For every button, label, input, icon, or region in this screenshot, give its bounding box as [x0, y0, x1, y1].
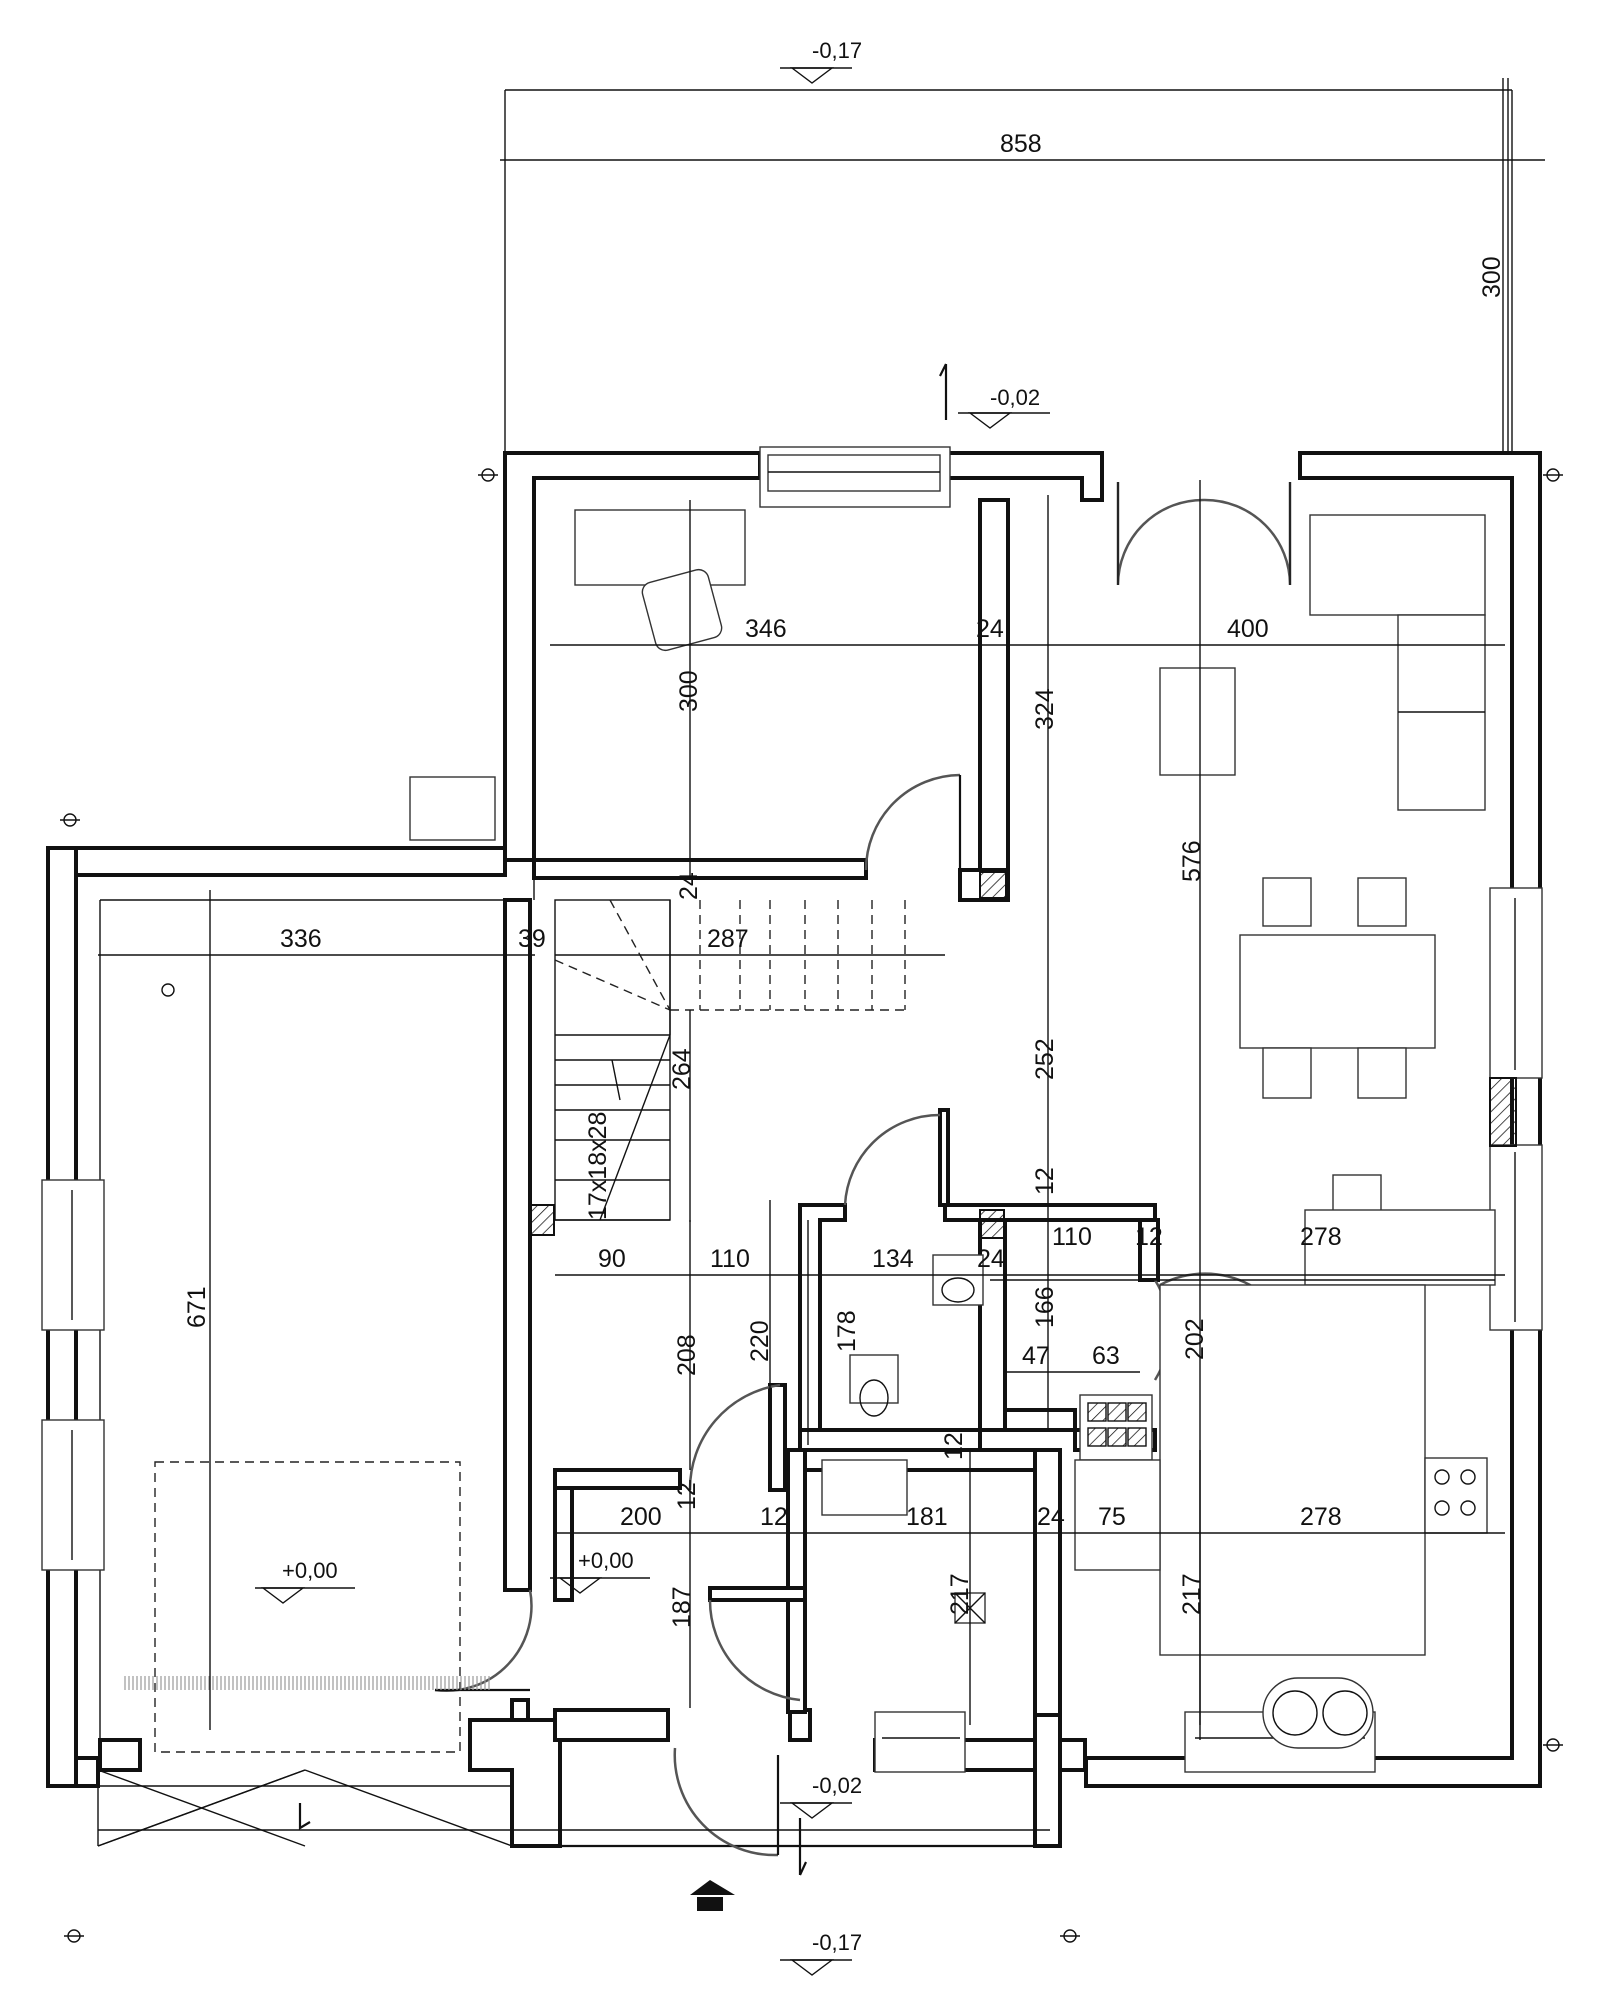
- axis-markers: [60, 468, 1563, 1943]
- dim-kitchen-lower: 217: [1178, 1573, 1206, 1615]
- terrace: [504, 78, 1513, 455]
- dim-pantry-depth: 166: [1031, 1286, 1059, 1328]
- level-top-outer: -0,17: [812, 38, 862, 63]
- level-mark-entrance: -0,02: [780, 1773, 862, 1819]
- dim-kitchen-b: 278: [1300, 1503, 1342, 1531]
- dim-living-lower: 252: [1031, 1038, 1059, 1080]
- dim-hall-height: 220: [746, 1320, 774, 1362]
- dim-closet-width: 110: [710, 1245, 750, 1273]
- dim-wc-depth: 178: [833, 1310, 861, 1352]
- dim-closet-depth: 208: [673, 1334, 701, 1376]
- dim-bath-width: 181: [906, 1503, 948, 1531]
- dim-wc-wall: 24: [977, 1245, 1005, 1273]
- dim-office-width: 346: [745, 615, 787, 643]
- dim-lobby-width: 90: [598, 1245, 626, 1273]
- level-mark-garage: +0,00: [255, 1558, 355, 1604]
- level-garage: +0,00: [282, 1558, 338, 1583]
- level-mark-bottom-outer: -0,17: [780, 1930, 862, 1976]
- level-bottom-outer: -0,17: [812, 1930, 862, 1955]
- dim-pantry-wall: 12: [1135, 1223, 1163, 1251]
- level-marks: -0,17 -0,02 +0,00 +0,00 -0,02 -0,17: [255, 38, 1050, 1976]
- dim-garage-width: 336: [280, 925, 322, 953]
- dim-living-upper: 324: [1031, 688, 1059, 730]
- dim-bath-wall: 24: [1037, 1503, 1065, 1531]
- dim-hall-wall-12: 12: [673, 1482, 701, 1510]
- dim-stair-width: 287: [707, 925, 749, 953]
- dim-hall-wall2: 12: [760, 1503, 788, 1531]
- dim-living-width: 400: [1227, 615, 1269, 643]
- dim-terrace-width: 858: [1000, 130, 1042, 158]
- level-mark-top-outer: -0,17: [780, 38, 862, 84]
- dim-pantry-width: 110: [1052, 1223, 1092, 1251]
- level-entrance: -0,02: [812, 1773, 862, 1798]
- dimension-labels: 858 300 346 24 400 300 324 576 24 336 39…: [183, 130, 1506, 1628]
- level-hall: +0,00: [578, 1548, 634, 1573]
- dim-living-depth: 576: [1178, 840, 1206, 882]
- dim-wc-wall-bottom: 12: [940, 1432, 968, 1460]
- level-mark-hall: +0,00: [550, 1548, 650, 1594]
- dim-pantry-b: 63: [1092, 1342, 1120, 1370]
- dim-pantry-a: 47: [1022, 1342, 1050, 1370]
- dim-garage-wall: 39: [518, 925, 546, 953]
- dim-terrace-depth: 300: [1478, 256, 1506, 298]
- dim-stair-wall: 24: [675, 872, 703, 900]
- furniture: [409, 509, 1496, 1749]
- section-mark-icon: [798, 363, 948, 1876]
- entrance-arrow-icon: [690, 1880, 735, 1911]
- doors: [434, 482, 1292, 1857]
- dim-bath-depth: 217: [946, 1573, 974, 1615]
- dimension-lines: [98, 78, 1545, 1831]
- dim-stair-length: 264: [668, 1048, 696, 1090]
- dim-office-depth: 300: [675, 670, 703, 712]
- garage: [97, 983, 513, 1847]
- dim-hall-width: 200: [620, 1503, 662, 1531]
- stairs-spec: 17x18x28: [584, 1112, 612, 1220]
- dim-hall-depth: 187: [668, 1586, 696, 1628]
- dim-wall-12-vertical: 12: [1031, 1167, 1059, 1195]
- dim-kitchen-a: 75: [1098, 1503, 1126, 1531]
- dim-garage-depth: 671: [183, 1286, 211, 1328]
- dim-kitchen-upper: 278: [1300, 1223, 1342, 1251]
- level-terrace: -0,02: [990, 385, 1040, 410]
- dim-office-wall: 24: [976, 615, 1004, 643]
- dim-wc-width: 134: [872, 1245, 914, 1273]
- dim-kitchen-depth: 202: [1181, 1318, 1209, 1360]
- level-mark-terrace: -0,02: [958, 385, 1050, 429]
